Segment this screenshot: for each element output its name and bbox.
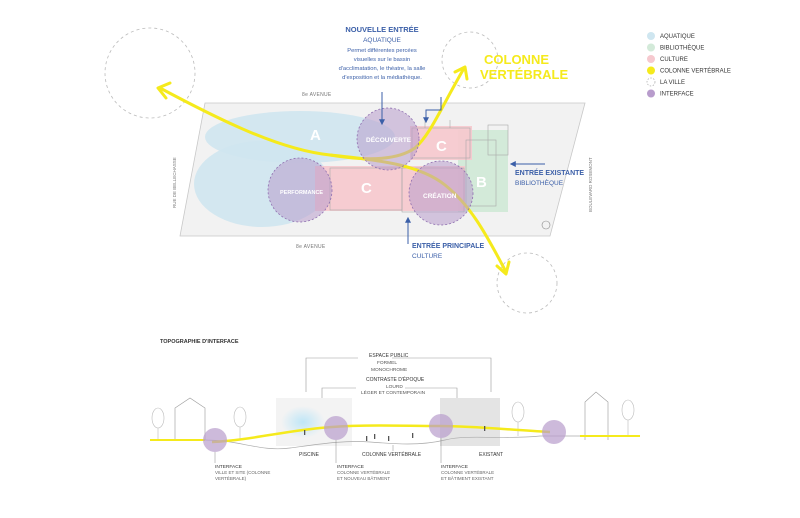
interface2-desc-2: ET NOUVEAU BÂTIMENT <box>337 475 390 481</box>
spine-title-line-1: COLONNE <box>484 52 549 67</box>
legend-swatch <box>647 55 655 63</box>
interface1-title: INTERFACE <box>215 464 242 470</box>
section-interface-2 <box>324 416 348 440</box>
legend-item: CULTURE <box>647 55 688 63</box>
circle-label-performance: PERFORMANCE <box>280 190 323 196</box>
section-brackets <box>305 357 492 398</box>
spine-section <box>211 424 551 444</box>
main-entry-subtitle: CULTURE <box>412 253 443 260</box>
people-icons <box>304 426 486 441</box>
public-space-bracket <box>305 357 358 392</box>
house-right-icon <box>584 391 609 440</box>
spine-title: COLONNE VERTÉBRALE <box>480 52 568 82</box>
spine-arrowhead-n <box>453 65 469 81</box>
street-label-left: RUE DE BELLECHASSE <box>172 157 177 208</box>
ground-line <box>150 435 640 450</box>
contrast-bracket <box>321 387 356 398</box>
public-space-label-1: ESPACE PUBLIC <box>369 353 409 359</box>
new-entry-title: NOUVELLE ENTRÉE <box>345 25 418 34</box>
interface3-desc-1: COLONNE VERTÉBRALE <box>441 469 494 475</box>
section-label-piscine: PISCINE <box>299 452 320 458</box>
zone-label-a: A <box>310 127 321 144</box>
interface-circle-creation <box>408 160 474 226</box>
entry-arrows <box>379 92 545 244</box>
interface-circle-performance <box>267 157 333 223</box>
legend: AQUATIQUE BIBLIOTHÈQUE CULTURE COLONNE VERT… <box>646 32 731 98</box>
legend-label: COLONNE VERTÉBRALE <box>660 68 731 75</box>
legend-label: BIBLIOTHÈQUE <box>660 45 704 52</box>
existing-entry-subtitle: BIBLIOTHÈQUE <box>515 178 564 187</box>
interface1-desc-2: VERTÉBRALE) <box>215 475 247 481</box>
section-interface-4 <box>542 420 566 444</box>
section-leaders <box>214 438 442 463</box>
legend-swatch <box>647 32 655 40</box>
legend-label: AQUATIQUE <box>660 34 695 40</box>
house-left-icon <box>174 397 206 440</box>
interface-circle-decouverte <box>356 107 420 171</box>
city-circle-southeast <box>496 252 558 314</box>
tree-icon-2 <box>233 406 247 440</box>
circle-label-creation: CRÉATION <box>423 191 457 200</box>
public-space-label-3: MONOCHROME <box>371 367 407 373</box>
new-entry-desc-3: d'acclimatation, le théatre, la salle <box>339 66 426 72</box>
trees <box>151 399 635 440</box>
new-entry-desc-1: Permet différentes percées <box>347 48 417 54</box>
interface2-desc-1: COLONNE VERTÉBRALE <box>337 469 390 475</box>
site-marker-icon <box>541 220 551 230</box>
legend-item: BIBLIOTHÈQUE <box>647 43 704 52</box>
legend-item: COLONNE VERTÉBRALE <box>647 66 731 75</box>
street-label-bottom: 8e AVENUE <box>296 244 326 250</box>
legend-item: LA VILLE <box>646 77 685 87</box>
street-label-right: BOULEVARD ROSEMONT <box>588 157 593 212</box>
new-entry-desc-4: d'exposition et la médiathèque. <box>342 75 422 81</box>
interface3-title: INTERFACE <box>441 464 468 470</box>
tree-icon-1 <box>151 407 165 440</box>
top-connector-arrow <box>423 97 442 124</box>
section-label-colonne: COLONNE VERTÉBRALE <box>362 451 422 458</box>
city-circles <box>104 27 558 314</box>
new-entry-annotation: NOUVELLE ENTRÉE AQUATIQUE Permet différe… <box>339 25 426 81</box>
contrast-label-3: LÉGER ET CONTEMPORAIN <box>361 389 426 396</box>
city-circle-north <box>441 31 499 89</box>
interface3-desc-2: ET BÂTIMENT EXISTANT <box>441 475 494 481</box>
main-entry-annotation: ENTRÉE PRINCIPALE CULTURE <box>412 241 485 260</box>
contrast-label-2: LOURD <box>386 384 403 390</box>
legend-label: CULTURE <box>660 57 688 63</box>
new-entry-subtitle: AQUATIQUE <box>363 37 401 44</box>
pool-glow <box>281 406 325 438</box>
zone-label-b: B <box>476 174 487 191</box>
legend-item: AQUATIQUE <box>647 32 695 40</box>
legend-swatch <box>647 43 655 52</box>
tree-icon-4 <box>621 399 635 436</box>
city-circle-northwest <box>104 27 196 119</box>
contrast-label-1: CONTRASTE D'ÉPOQUE <box>366 376 425 383</box>
interface-circles: DÉCOUVERTE PERFORMANCE CRÉATION <box>267 107 474 226</box>
legend-item: INTERFACE <box>647 89 694 98</box>
main-entry-title: ENTRÉE PRINCIPALE <box>412 241 485 250</box>
interface2-title: INTERFACE <box>337 464 364 470</box>
existing-entry-annotation: ENTRÉE EXISTANTE BIBLIOTHÈQUE <box>515 168 584 187</box>
new-entry-desc-2: visuelles sur le bassin <box>354 57 410 63</box>
interface1-desc-1: VILLE ET SITE (COLONNE <box>215 470 270 475</box>
legend-label: INTERFACE <box>660 92 694 98</box>
legend-swatch <box>647 89 655 98</box>
spine-title-line-2: VERTÉBRALE <box>480 67 568 82</box>
street-label-top: 8e AVENUE <box>302 92 332 98</box>
section-title: TOPOGRAPHIE D'INTERFACE <box>160 339 239 345</box>
circle-label-decouverte: DÉCOUVERTE <box>366 135 412 144</box>
section-label-existant: EXISTANT <box>479 452 503 458</box>
zone-label-c2: C <box>436 138 447 155</box>
public-space-label-2: FORMEL <box>377 360 397 366</box>
existing-entry-title: ENTRÉE EXISTANTE <box>515 168 584 177</box>
spine-arrowhead-nw <box>156 81 172 100</box>
section-interface-3 <box>429 414 453 438</box>
section-diagram: TOPOGRAPHIE D'INTERFACE ESPACE PUBLIC FO… <box>150 339 640 481</box>
section-interface-1 <box>203 428 227 452</box>
legend-label: LA VILLE <box>660 80 685 86</box>
zone-label-c1: C <box>361 180 372 197</box>
legend-swatch <box>647 66 655 75</box>
legend-swatch <box>646 77 656 87</box>
spine-arrowhead-se <box>495 260 511 276</box>
